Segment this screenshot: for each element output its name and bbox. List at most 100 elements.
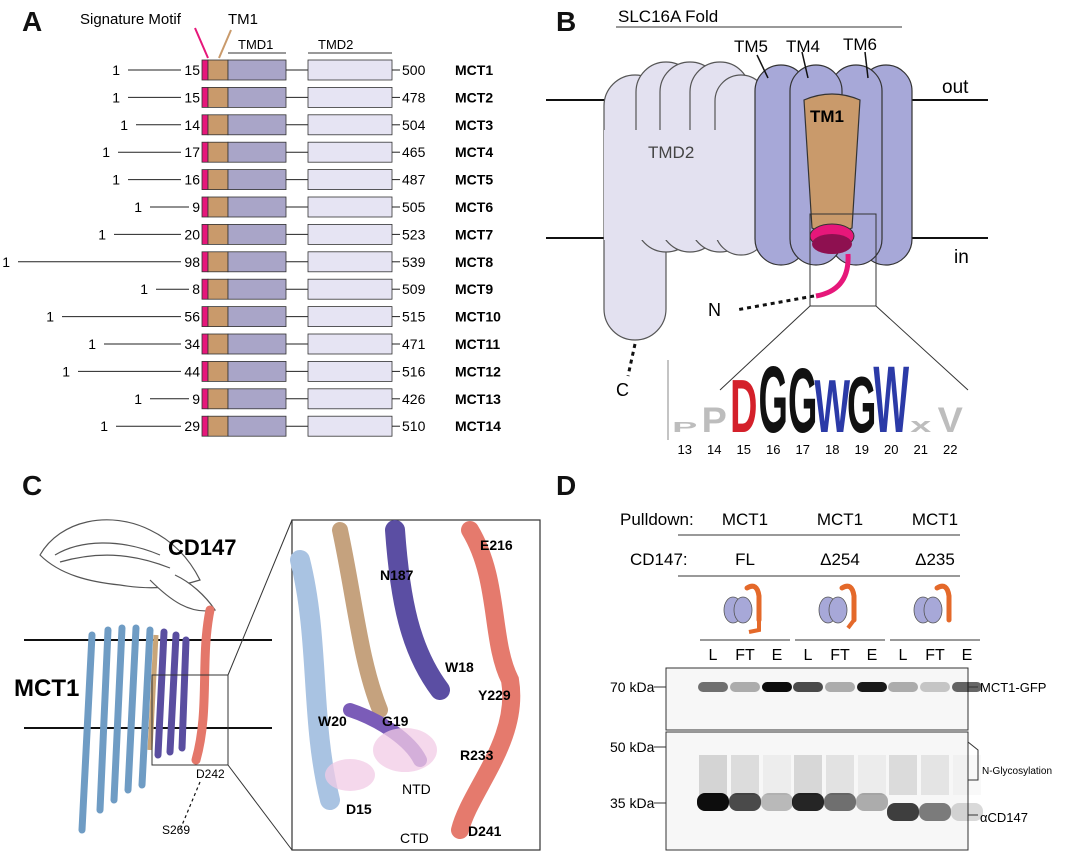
tmd1-block (227, 223, 287, 245)
lane-label: E (867, 647, 878, 664)
band (762, 682, 792, 692)
motif-start-label: 98 (184, 254, 200, 270)
band (729, 793, 761, 811)
tm1-block (207, 87, 229, 108)
tmd2-block (307, 360, 393, 382)
svg-text:CTD: CTD (400, 830, 429, 846)
motif-block (201, 306, 209, 328)
tmd2-block (307, 388, 393, 410)
end-label: 478 (402, 89, 426, 105)
band (887, 803, 919, 821)
tmd2-label: TMD2 (648, 143, 694, 162)
end-label: 523 (402, 226, 426, 242)
svg-text:G19: G19 (382, 713, 409, 729)
start-label: 1 (112, 172, 120, 188)
end-label: 500 (402, 62, 426, 78)
logo-letter: W (873, 348, 909, 453)
svg-text:D15: D15 (346, 801, 372, 817)
end-label: 516 (402, 363, 426, 379)
tm1-block (207, 306, 229, 328)
svg-text:NTD: NTD (402, 781, 431, 797)
tm1-block (207, 278, 229, 300)
end-label: 509 (402, 281, 426, 297)
zoom-box (809, 213, 877, 307)
svg-text:E216: E216 (480, 537, 513, 553)
tm5-label: TM5 (734, 37, 768, 56)
mct1-tmd1-helices (154, 628, 190, 759)
motif-block (201, 360, 209, 382)
cd147-tm-helix (191, 605, 215, 765)
motif-start-label: 9 (192, 391, 200, 407)
pulldown-value: MCT1 (722, 510, 768, 529)
band (698, 682, 728, 692)
marker-70: 70 kDa (610, 679, 655, 695)
motif-start-label: 9 (192, 199, 200, 215)
tmd2-block (307, 87, 393, 108)
end-label: 539 (402, 254, 426, 270)
motif-block (201, 388, 209, 410)
mct-name-label: MCT7 (455, 226, 493, 242)
motif-start-label: 44 (184, 363, 200, 379)
mct-name-label: MCT13 (455, 391, 501, 407)
lane-label: L (709, 647, 718, 664)
marker-50: 50 kDa (610, 739, 655, 755)
tmd1-block (227, 196, 287, 218)
tm1-block (207, 114, 229, 136)
mct-name-label: MCT10 (455, 309, 501, 325)
svg-text:N187: N187 (380, 567, 414, 583)
tmd1-block (227, 87, 287, 108)
mct-name-label: MCT5 (455, 172, 493, 188)
end-label: 504 (402, 117, 426, 133)
cd147-ectodomain (39, 519, 216, 612)
start-label: 1 (140, 281, 148, 297)
motif-start-label: 56 (184, 309, 200, 325)
motif-block (201, 278, 209, 300)
motif-start-label: 14 (184, 117, 200, 133)
band (919, 803, 951, 821)
lane-label: FT (925, 647, 945, 664)
start-label: 1 (134, 199, 142, 215)
mct1-gfp-label: MCT1-GFP (980, 680, 1046, 695)
lane-label: FT (735, 647, 755, 664)
tmd2-domain (603, 61, 768, 341)
logo-position-label: 14 (707, 442, 721, 457)
end-label: 426 (402, 391, 426, 407)
panel-c-letter: C (22, 470, 43, 501)
end-label: 471 (402, 336, 426, 352)
tmd2-block (307, 251, 393, 273)
mct-name-label: MCT14 (455, 418, 501, 434)
band (793, 682, 823, 692)
logo-letter: G (788, 348, 817, 451)
tmd2-block (307, 59, 393, 81)
tmd1-block (227, 415, 287, 437)
svg-text:W18: W18 (445, 659, 474, 675)
motif-start-label: 20 (184, 226, 200, 242)
tmd1-block (227, 278, 287, 300)
cd147-row-label: CD147: (630, 550, 688, 569)
construct-value: Δ235 (915, 550, 955, 569)
motif-start-label: 29 (184, 418, 200, 434)
mct-name-label: MCT3 (455, 117, 493, 133)
tm1-header-label: TM1 (228, 11, 258, 28)
motif-block (201, 59, 209, 81)
tmd1-block (227, 306, 287, 328)
logo-letter: G (759, 348, 788, 453)
tmd1-block (227, 59, 287, 81)
motif-start-label: 17 (184, 144, 200, 160)
logo-letter: P (702, 400, 727, 439)
motif-start-label: 34 (184, 336, 200, 352)
band (697, 793, 729, 811)
